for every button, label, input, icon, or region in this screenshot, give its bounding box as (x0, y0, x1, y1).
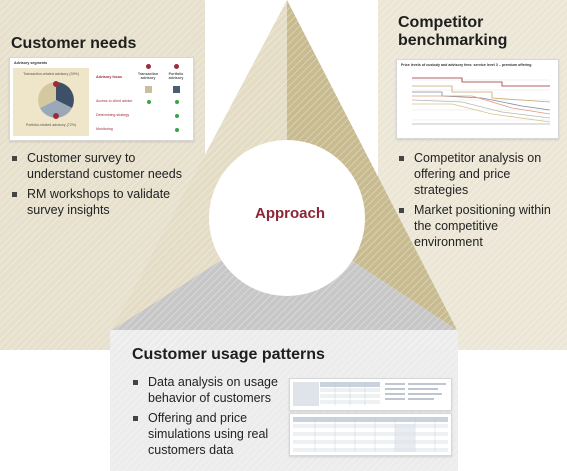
data-table-preview (293, 417, 448, 452)
table-row-monitoring: Monitoring (96, 127, 113, 131)
table-header-portfolio: Portfolio advisory (168, 72, 184, 80)
transaction-marker (146, 64, 151, 69)
check-icon (175, 128, 179, 132)
table-header-focus: Advisory focus (96, 75, 122, 79)
customer-needs-title: Customer needs (11, 35, 137, 52)
table-row-strategy: Determining strategy (96, 113, 130, 117)
transaction-cube-icon (145, 86, 152, 93)
thumbnail-title: Price levels of custody and advisory fee… (401, 63, 532, 67)
bullet-item: Market positioning within the competitiv… (398, 202, 560, 250)
usage-title: Customer usage patterns (132, 346, 325, 363)
table-row-access: Access to client advice (96, 99, 133, 103)
approach-label: Approach (254, 205, 325, 222)
check-icon (175, 114, 179, 118)
data-table-preview (293, 382, 446, 406)
bullet-item: Customer survey to understand customer n… (11, 150, 201, 182)
bullet-item: Offering and price simulations using rea… (132, 410, 282, 458)
usage-table-thumbnail-1 (289, 378, 452, 411)
usage-bullets: Data analysis on usage behavior of custo… (132, 374, 282, 462)
check-icon (147, 100, 151, 104)
advisory-segments-thumbnail: Advisory segments Transaction-related ad… (9, 57, 194, 141)
bullet-item: Data analysis on usage behavior of custo… (132, 374, 282, 406)
check-icon (175, 100, 179, 104)
advisory-pie-chart (38, 81, 74, 119)
table-header-transaction: Transaction advisory (137, 72, 159, 80)
pie-label-portfolio: Portfolio-related advisory (72%) (25, 123, 77, 127)
portfolio-marker (174, 64, 179, 69)
customer-needs-bullets: Customer survey to understand customer n… (11, 150, 201, 222)
competitor-title: Competitor benchmarking (398, 14, 508, 49)
usage-table-thumbnail-2 (289, 413, 452, 456)
competitor-bullets: Competitor analysis on offering and pric… (398, 150, 560, 254)
bullet-item: Competitor analysis on offering and pric… (398, 150, 560, 198)
pie-label-transaction: Transaction-related advisory (39%) (23, 72, 79, 76)
thumbnail-title: Advisory segments (14, 61, 48, 65)
approach-circle (209, 140, 365, 296)
portfolio-cube-icon (173, 86, 180, 93)
competitor-chart-thumbnail: Price levels of custody and advisory fee… (396, 59, 559, 139)
competitor-line-chart (411, 77, 551, 125)
bullet-item: RM workshops to validate survey insights (11, 186, 201, 218)
